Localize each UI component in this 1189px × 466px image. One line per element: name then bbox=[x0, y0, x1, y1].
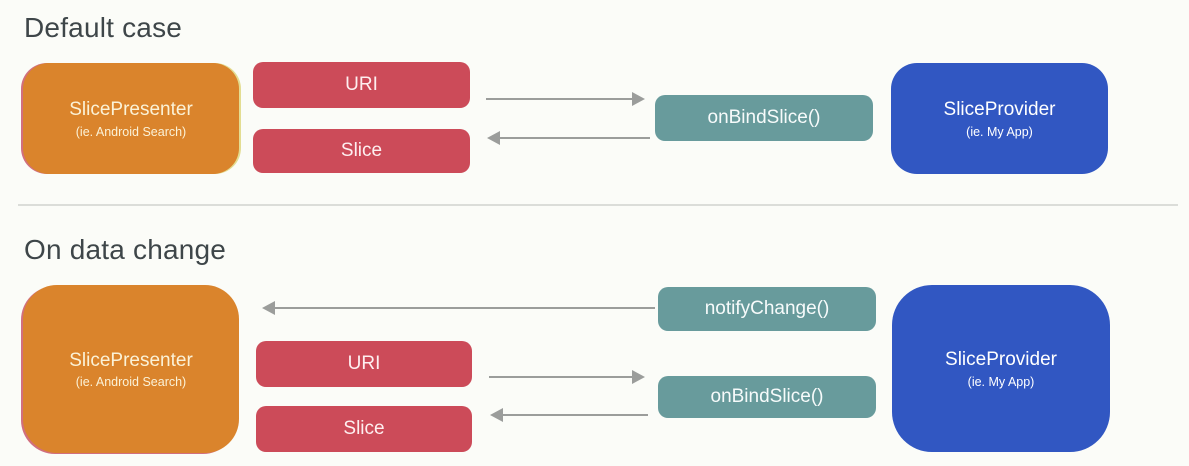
slice-presenter-box: SlicePresenter (ie. Android Search) bbox=[23, 63, 239, 174]
arrow-notifychange-to-presenter bbox=[262, 301, 655, 315]
notifychange-box: notifyChange() bbox=[658, 287, 876, 331]
section-divider bbox=[18, 204, 1178, 206]
uri-box: URI bbox=[253, 62, 470, 108]
arrow-onbindslice-to-slice bbox=[487, 131, 650, 145]
slice-provider-box: SliceProvider (ie. My App) bbox=[891, 63, 1108, 174]
slice-presenter-sublabel: (ie. Android Search) bbox=[75, 124, 187, 139]
onbindslice-box: onBindSlice() bbox=[658, 376, 876, 418]
onbindslice-label: onBindSlice() bbox=[710, 386, 824, 407]
onbindslice-label: onBindSlice() bbox=[707, 107, 821, 128]
uri-box: URI bbox=[256, 341, 472, 387]
arrowhead-left-icon bbox=[262, 301, 275, 315]
slice-presenter-box: SlicePresenter (ie. Android Search) bbox=[23, 285, 239, 453]
arrow-onbindslice-to-slice bbox=[490, 408, 648, 422]
arrow-uri-to-onbindslice bbox=[489, 370, 645, 384]
slice-presenter-label: SlicePresenter bbox=[69, 99, 193, 121]
arrow-uri-to-onbindslice bbox=[486, 92, 645, 106]
notifychange-label: notifyChange() bbox=[704, 298, 830, 319]
slice-presenter-sublabel: (ie. Android Search) bbox=[75, 375, 187, 390]
uri-label: URI bbox=[347, 353, 381, 374]
slice-provider-label: SliceProvider bbox=[943, 99, 1056, 121]
slice-label: Slice bbox=[343, 418, 385, 439]
section-title-on-data-change: On data change bbox=[24, 234, 227, 265]
slice-box: Slice bbox=[256, 406, 472, 452]
slice-label: Slice bbox=[340, 140, 383, 161]
slice-provider-sublabel: (ie. My App) bbox=[967, 374, 1035, 389]
slice-provider-sublabel: (ie. My App) bbox=[966, 124, 1033, 139]
slice-provider-box: SliceProvider (ie. My App) bbox=[892, 285, 1110, 452]
arrowhead-right-icon bbox=[632, 92, 645, 106]
slice-box: Slice bbox=[253, 129, 470, 173]
onbindslice-box: onBindSlice() bbox=[655, 95, 873, 141]
arrowhead-right-icon bbox=[632, 370, 645, 384]
uri-label: URI bbox=[345, 74, 378, 95]
arrowhead-left-icon bbox=[490, 408, 503, 422]
arrowhead-left-icon bbox=[487, 131, 500, 145]
slice-provider-label: SliceProvider bbox=[945, 349, 1057, 371]
slice-presenter-label: SlicePresenter bbox=[69, 349, 193, 371]
section-title-default-case: Default case bbox=[24, 12, 183, 43]
